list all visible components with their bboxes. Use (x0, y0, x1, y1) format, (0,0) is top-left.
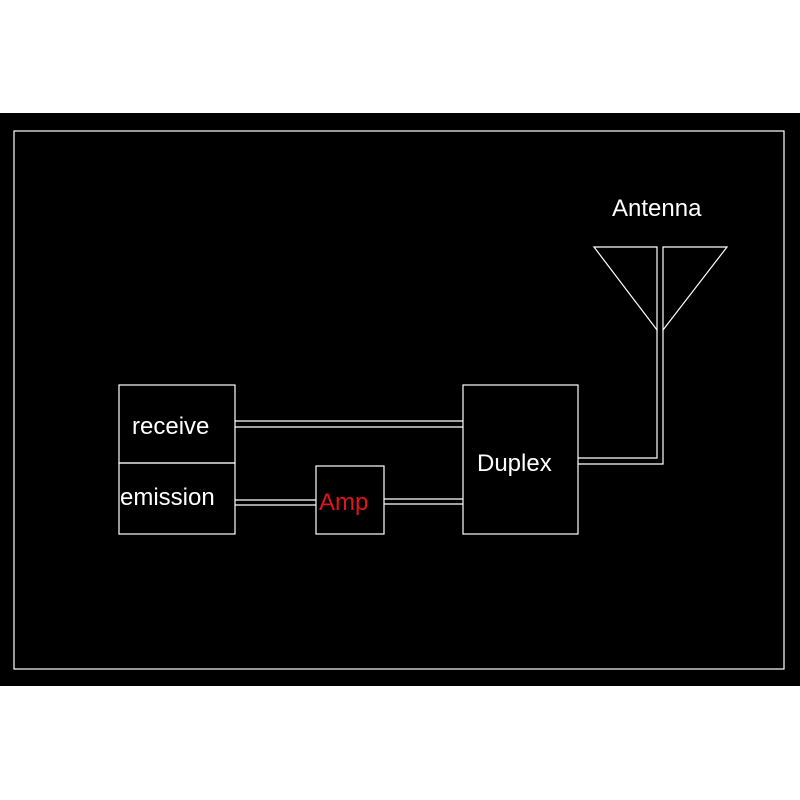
receive-label: receive (132, 413, 210, 440)
emission-amp-line (235, 499, 316, 506)
block-diagram (13, 130, 785, 670)
duplex-block (462, 384, 579, 535)
duplex-antenna-line (578, 330, 664, 465)
antenna-label: Antenna (612, 195, 702, 222)
emission-block (118, 462, 236, 535)
emission-label: emission (120, 484, 215, 511)
diagram-canvas (0, 113, 800, 686)
receive-duplex-line (235, 420, 463, 428)
duplex-label: Duplex (477, 450, 552, 477)
antenna-icon (592, 246, 729, 332)
amp-duplex-line (384, 498, 463, 505)
amp-label: Amp (319, 489, 369, 516)
diagram-border (13, 130, 785, 670)
